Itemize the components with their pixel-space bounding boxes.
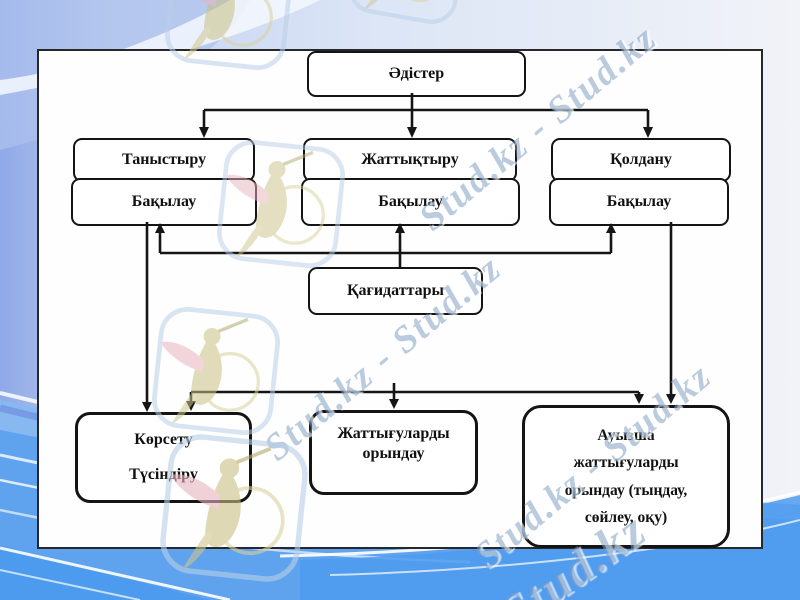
node-zhattygulardy-line1: Жаттығуларды: [337, 425, 450, 442]
node-korsetu-tusindiru: Көрсету Түсіндіру: [75, 412, 252, 503]
node-tanystyru: Таныстыру: [73, 138, 255, 182]
node-adister-label: Әдістер: [388, 65, 445, 82]
node-baqylau-1-label: Бақылау: [131, 193, 197, 210]
node-qoldanu: Қолдану: [551, 138, 731, 182]
node-zhattyqtyru-label: Жаттықтыру: [361, 151, 459, 168]
node-zhattygulardy-line2: орындау: [362, 445, 425, 462]
node-tanystyru-label: Таныстыру: [121, 151, 207, 168]
node-baqylau-3: Бақылау: [549, 178, 729, 226]
node-zhattygulardy-oryndau: Жаттығуларды орындау: [309, 410, 478, 495]
node-baqylau-3-label: Бақылау: [606, 193, 672, 210]
node-adister: Әдістер: [307, 51, 526, 97]
node-auyzsha-line3: орындау (тыңдау,: [564, 481, 688, 499]
node-auyzsha-line2: жаттығуларды: [573, 454, 679, 472]
node-auyzsha-line1: Ауызша: [597, 427, 655, 445]
node-baqylau-1: Бақылау: [71, 178, 257, 226]
node-korsetu-line2: Түсіндіру: [129, 466, 198, 483]
node-qagidattary-label: Қағидаттары: [346, 282, 445, 299]
node-zhattyqtyru: Жаттықтыру: [303, 138, 517, 182]
node-qoldanu-label: Қолдану: [610, 151, 672, 168]
node-auyzsha-line4: сөйлеу, оқу): [584, 508, 668, 526]
node-qagidattary: Қағидаттары: [308, 267, 483, 315]
node-baqylau-2-label: Бақылау: [378, 193, 443, 210]
node-auyzsha-zhattygulardy: Ауызша жаттығуларды орындау (тыңдау, сөй…: [522, 405, 730, 548]
node-baqylau-2: Бақылау: [301, 178, 520, 226]
node-korsetu-line1: Көрсету: [134, 431, 193, 448]
